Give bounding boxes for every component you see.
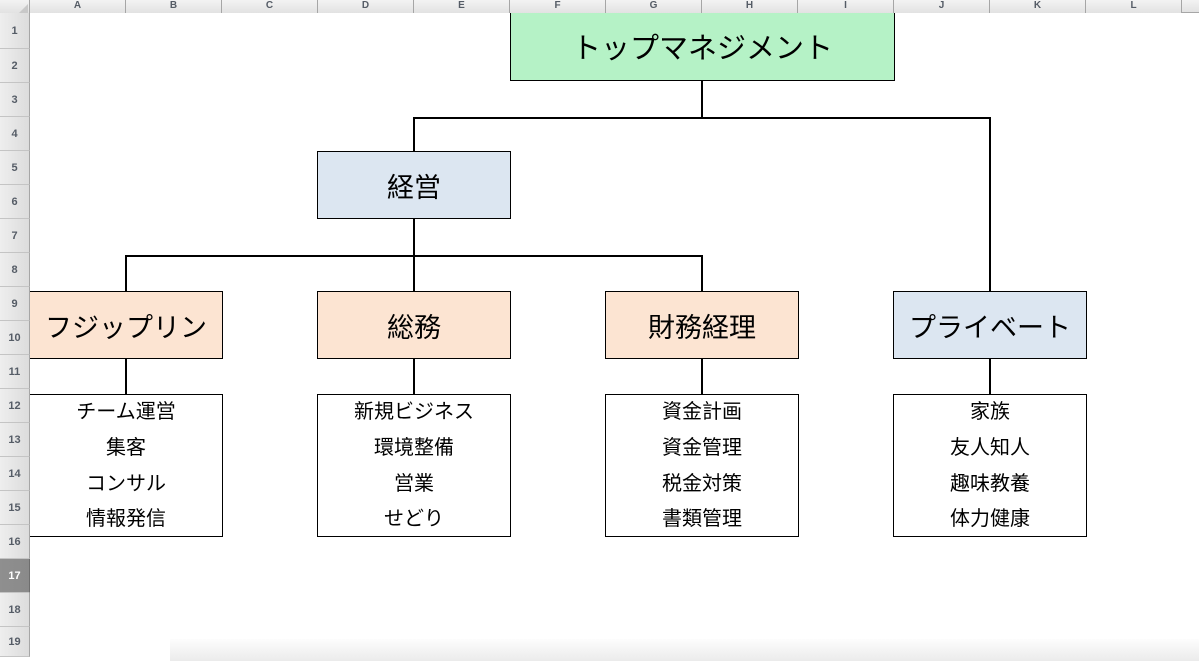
column-header-c[interactable]: C (222, 0, 318, 13)
row-header-7[interactable]: 7 (0, 219, 30, 253)
bottom-scroll-strip[interactable] (0, 639, 1199, 661)
column-header-a[interactable]: A (30, 0, 126, 13)
list-item: 資金計画 (662, 399, 742, 424)
list-item: 家族 (970, 399, 1010, 424)
row-header-3[interactable]: 3 (0, 83, 30, 117)
row-header-11[interactable]: 11 (0, 355, 30, 389)
list-box-zaimu-keiri[interactable]: 資金計画 資金管理 税金対策 書類管理 (605, 394, 799, 537)
connector-top-vertical (701, 81, 703, 118)
row-header-6[interactable]: 6 (0, 185, 30, 219)
column-header-d[interactable]: D (318, 0, 414, 13)
node-fujippurin[interactable]: フジップリン (29, 291, 223, 359)
list-item: 体力健康 (950, 506, 1030, 531)
column-header-k[interactable]: K (990, 0, 1086, 13)
list-item: 資金管理 (662, 434, 742, 459)
connector-keiei-down (413, 219, 415, 256)
connector-private-to-list (989, 359, 991, 395)
row-header-13[interactable]: 13 (0, 423, 30, 457)
list-item: コンサル (86, 470, 166, 495)
list-item: 友人知人 (950, 434, 1030, 459)
column-header-b[interactable]: B (126, 0, 222, 13)
list-box-soumu[interactable]: 新規ビジネス 環境整備 営業 せどり (317, 394, 511, 537)
connector-to-keiei (413, 117, 415, 151)
column-header-g[interactable]: G (606, 0, 702, 13)
list-item: 趣味教養 (950, 470, 1030, 495)
connector-to-zaimu (701, 255, 703, 291)
list-item: せどり (384, 506, 444, 531)
list-box-private[interactable]: 家族 友人知人 趣味教養 体力健康 (893, 394, 1087, 537)
column-header-h[interactable]: H (702, 0, 798, 13)
row-header-1[interactable]: 1 (0, 13, 30, 49)
node-top-management[interactable]: トップマネジメント (510, 11, 895, 81)
node-keiei[interactable]: 経営 (317, 151, 511, 219)
list-item: 新規ビジネス (354, 399, 474, 424)
column-header-l[interactable]: L (1086, 0, 1182, 13)
connector-fujippurin-to-list (125, 359, 127, 395)
row-header-18[interactable]: 18 (0, 593, 30, 627)
node-private[interactable]: プライベート (893, 291, 1087, 359)
column-header-j[interactable]: J (894, 0, 990, 13)
list-item: 税金対策 (662, 470, 742, 495)
row-header-17[interactable]: 17 (0, 559, 30, 593)
node-soumu[interactable]: 総務 (317, 291, 511, 359)
list-item: 環境整備 (374, 434, 454, 459)
connector-to-fujippurin (125, 255, 127, 291)
row-header-4[interactable]: 4 (0, 117, 30, 151)
row-header-2[interactable]: 2 (0, 49, 30, 83)
row-header-16[interactable]: 16 (0, 525, 30, 559)
row-header-8[interactable]: 8 (0, 253, 30, 287)
row-header-19[interactable]: 19 (0, 627, 30, 657)
list-item: 情報発信 (86, 506, 166, 531)
row-header-10[interactable]: 10 (0, 321, 30, 355)
row-header-9[interactable]: 9 (0, 287, 30, 321)
select-all-corner[interactable] (0, 0, 30, 13)
connector-zaimu-to-list (701, 359, 703, 395)
connector-to-soumu (413, 255, 415, 291)
connector-soumu-to-list (413, 359, 415, 395)
row-header-15[interactable]: 15 (0, 491, 30, 525)
column-header-f[interactable]: F (510, 0, 606, 13)
list-item: 集客 (106, 434, 146, 459)
list-item: 書類管理 (662, 506, 742, 531)
list-item: チーム運営 (76, 399, 176, 424)
column-header-e[interactable]: E (414, 0, 510, 13)
row-header-5[interactable]: 5 (0, 151, 30, 185)
node-zaimu-keiri[interactable]: 財務経理 (605, 291, 799, 359)
row-header-14[interactable]: 14 (0, 457, 30, 491)
list-box-fujippurin[interactable]: チーム運営 集客 コンサル 情報発信 (29, 394, 223, 537)
connector-top-horizontal (413, 117, 991, 119)
row-header-12[interactable]: 12 (0, 389, 30, 423)
list-item: 営業 (394, 470, 434, 495)
column-header-i[interactable]: I (798, 0, 894, 13)
connector-to-private (989, 117, 991, 291)
